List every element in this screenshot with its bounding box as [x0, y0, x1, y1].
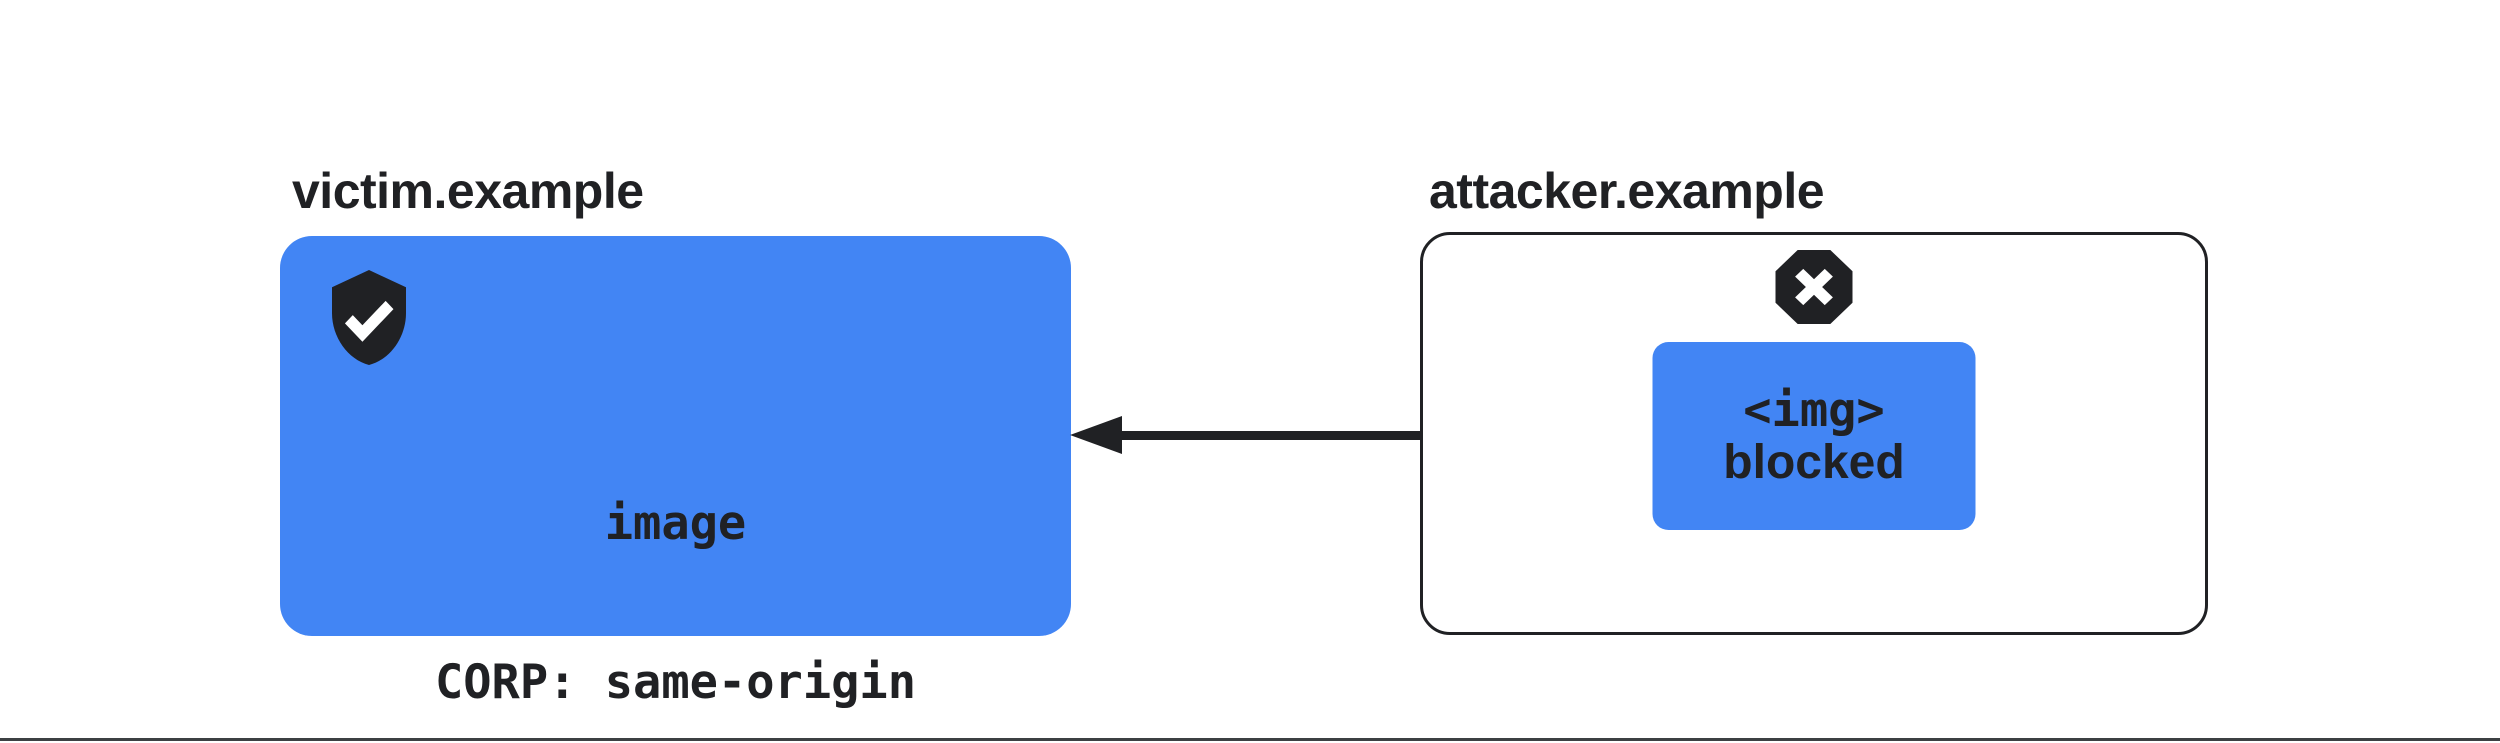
victim-domain-label: victim.example — [292, 163, 644, 219]
octagon-x-icon — [1775, 250, 1853, 324]
attacker-domain-label: attacker.example — [1429, 163, 1825, 219]
corp-header-label: CORP: same-origin — [434, 655, 917, 710]
resource-type-label: image — [604, 496, 747, 551]
img-tag-label: <img> — [1743, 383, 1885, 438]
request-arrow-line — [1121, 431, 1651, 440]
blocked-label: blocked — [1723, 436, 1905, 489]
victim-resource-text: image CORP: same-origin — [280, 391, 1071, 743]
attacker-origin-box: <img> blocked — [1420, 232, 2208, 635]
victim-origin-box: image CORP: same-origin — [280, 236, 1071, 709]
shield-check-icon — [332, 270, 406, 365]
bottom-divider — [0, 738, 2500, 741]
blocked-request-box: <img> blocked — [1652, 342, 1976, 530]
request-arrow-head — [1070, 416, 1122, 454]
